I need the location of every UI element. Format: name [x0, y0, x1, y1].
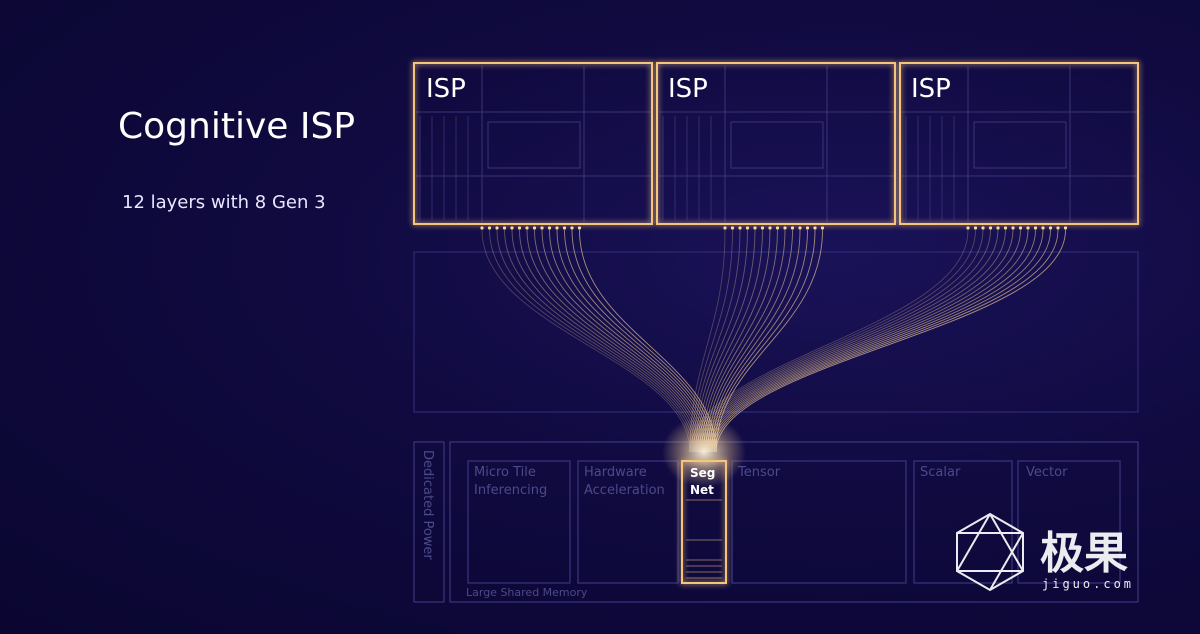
- hardware-label-1: Hardware: [584, 465, 647, 480]
- watermark: 极果 jiguo.com: [956, 512, 1134, 592]
- hardware-label-2: Acceleration: [584, 483, 665, 498]
- flow-line: [713, 229, 816, 453]
- npu-frame: [413, 441, 1139, 603]
- watermark-sub: jiguo.com: [1042, 577, 1134, 591]
- flow-line: [709, 229, 1044, 453]
- page-title: Cognitive ISP: [118, 106, 356, 147]
- vector-label: Vector: [1026, 465, 1068, 480]
- flow-line: [713, 229, 1059, 453]
- micro-tile-block: [467, 460, 571, 584]
- scalar-label: Scalar: [920, 465, 961, 480]
- flow-line: [504, 229, 697, 453]
- flow-line: [496, 229, 695, 453]
- flow-lines: [481, 229, 1066, 453]
- flow-line: [689, 229, 969, 453]
- memory-label: Large Shared Memory: [466, 586, 588, 599]
- tensor-label: Tensor: [737, 465, 781, 480]
- dedicated-power-label: Dedicated Power: [420, 450, 435, 560]
- flow-line: [489, 229, 693, 453]
- flow-line: [511, 229, 699, 453]
- micro-tile-label-1: Micro Tile: [474, 465, 536, 480]
- hardware-block: [577, 460, 679, 584]
- isp-label-2: ISP: [668, 74, 708, 104]
- flow-line: [695, 229, 991, 453]
- flow-line: [691, 229, 976, 453]
- flow-line: [711, 229, 1051, 453]
- flow-line: [534, 229, 705, 453]
- segnet-label-2: Net: [690, 483, 714, 497]
- segnet-inner-lines: [686, 499, 722, 579]
- isp-block-1: [413, 62, 653, 230]
- isp-block-3: [899, 62, 1139, 230]
- segnet-label-1: Seg: [690, 466, 715, 480]
- flow-line: [707, 229, 1036, 453]
- flow-line: [541, 229, 707, 453]
- watermark-text: 极果: [1040, 528, 1128, 579]
- tensor-block: [731, 460, 907, 584]
- flow-line: [699, 229, 1006, 453]
- flow-line: [705, 229, 1029, 453]
- segnet-block: [681, 460, 727, 584]
- vector-block: [1017, 460, 1121, 584]
- micro-tile-label-2: Inferencing: [474, 483, 547, 498]
- scalar-block: [913, 460, 1013, 584]
- isp-label-3: ISP: [911, 74, 951, 104]
- flow-line: [701, 229, 1014, 453]
- flow-line: [715, 229, 1066, 453]
- flow-line: [481, 229, 691, 453]
- flow-line: [715, 229, 823, 453]
- flow-line: [703, 229, 1021, 453]
- page-subtitle: 12 layers with 8 Gen 3: [122, 192, 326, 213]
- polygon-logo-icon: [956, 512, 1024, 592]
- flow-line: [697, 229, 999, 453]
- isp-blocks: [413, 62, 1139, 230]
- isp-label-1: ISP: [426, 74, 466, 104]
- middle-panel: [413, 251, 1139, 413]
- isp-block-2: [656, 62, 896, 230]
